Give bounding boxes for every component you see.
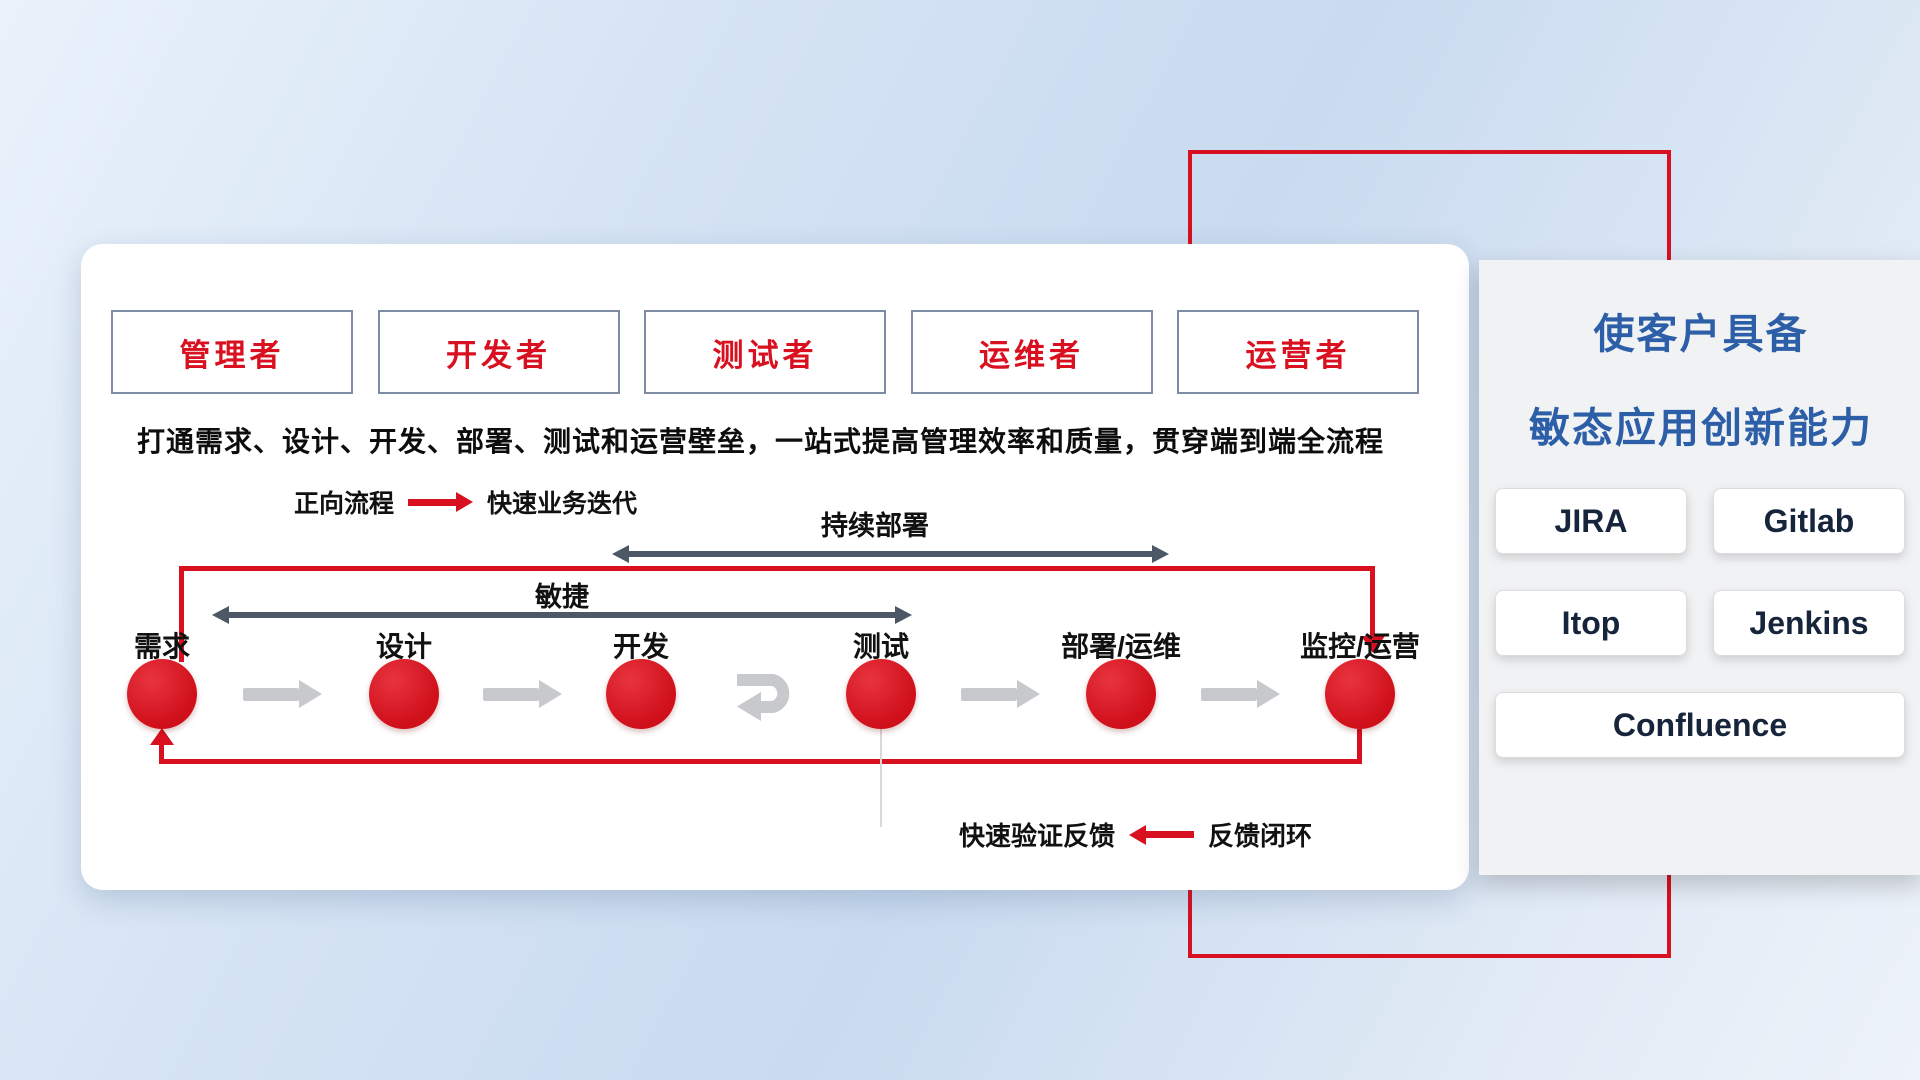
tool-chip-confluence: Confluence: [1495, 692, 1905, 758]
stage-node-deploy-ops: [1086, 659, 1156, 729]
agile-span-arrow-icon: [212, 606, 912, 624]
stage-label-testing: 测试: [852, 631, 910, 662]
red-loop-bottom-line: [159, 759, 1362, 764]
forward-flow-legend: 正向流程 快速业务迭代: [294, 484, 637, 520]
role-box-manager: 管理者: [111, 310, 353, 394]
stage-arrow-icon: [961, 680, 1040, 708]
stage-label-monitor-ops: 监控/运营: [1300, 631, 1420, 662]
red-loop-down-arrow-icon: [1361, 636, 1385, 653]
forward-flow-desc: 快速业务迭代: [487, 490, 638, 518]
stage-label-deploy-ops: 部署/运维: [1061, 631, 1181, 662]
tool-chip-jira: JIRA: [1495, 488, 1687, 554]
stage-node-design: [369, 659, 439, 729]
stage-arrow-icon: [243, 680, 322, 708]
feedback-legend: 快速验证反馈 反馈闭环: [959, 816, 1312, 853]
feedback-arrow-icon: [1129, 824, 1195, 845]
stage-node-requirements: [127, 659, 197, 729]
stage-arrow-icon: [483, 680, 562, 708]
red-loop-left-riser: [179, 566, 184, 662]
devops-flow-card: 管理者 开发者 测试者 运维者 运营者 打通需求、设计、开发、部署、测试和运营壁…: [81, 244, 1469, 890]
forward-flow-label: 正向流程: [294, 490, 395, 518]
card-subtitle: 打通需求、设计、开发、部署、测试和运营壁垒，一站式提高管理效率和质量，贯穿端到端…: [137, 426, 1385, 457]
stage-label-requirements: 需求: [133, 631, 191, 662]
feedback-desc: 快速验证反馈: [959, 821, 1116, 851]
iteration-loop-arrow-icon: [737, 674, 790, 721]
red-loop-right-riser: [1357, 729, 1362, 762]
role-box-tester: 测试者: [644, 310, 886, 394]
stage-arrow-icon: [1201, 680, 1280, 708]
role-box-operator: 运营者: [1177, 310, 1419, 394]
role-box-ops: 运维者: [910, 310, 1153, 394]
red-loop-up-arrow-icon: [150, 728, 174, 745]
feedback-label: 反馈闭环: [1208, 821, 1313, 851]
tool-chip-gitlab: Gitlab: [1713, 488, 1905, 554]
tools-panel: 使客户具备 敏态应用创新能力 JIRA Gitlab Itop Jenkins …: [1479, 260, 1920, 875]
stage-node-monitor-ops: [1325, 659, 1395, 729]
red-loop-left-return: [159, 744, 164, 762]
tool-chip-itop: Itop: [1495, 590, 1687, 656]
red-loop-top-line: [179, 566, 1375, 571]
test-feedback-connector-line: [880, 729, 882, 827]
stage-node-testing: [846, 659, 916, 729]
red-loop-right-dropper: [1370, 566, 1375, 638]
stage-node-development: [606, 659, 676, 729]
agile-label: 敏捷: [535, 582, 589, 612]
stage-label-design: 设计: [375, 631, 433, 662]
continuous-deploy-span-arrow-icon: [612, 545, 1169, 563]
panel-title-line1: 使客户具备: [1593, 311, 1809, 357]
role-boxes-row: 管理者 开发者 测试者 运维者 运营者: [111, 310, 1419, 394]
panel-title-line2: 敏态应用创新能力: [1529, 405, 1873, 451]
stage-label-development: 开发: [612, 631, 670, 662]
tool-chip-jenkins: Jenkins: [1713, 590, 1905, 656]
forward-arrow-icon: [408, 492, 474, 512]
role-box-developer: 开发者: [377, 310, 620, 394]
tools-grid: JIRA Gitlab Itop Jenkins Confluence: [1495, 488, 1905, 758]
continuous-deploy-label: 持续部署: [821, 511, 929, 541]
